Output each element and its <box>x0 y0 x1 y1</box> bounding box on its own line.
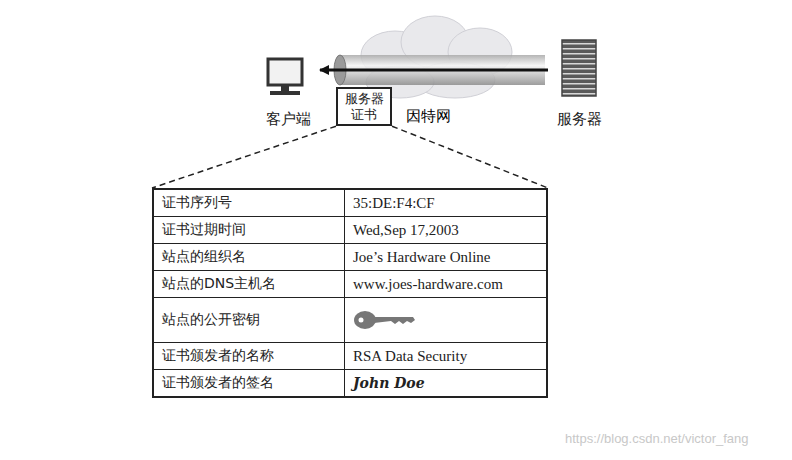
table-cell: www.joes-hardware.com <box>345 271 548 298</box>
table-cell: 35:DE:F4:CF <box>345 189 548 217</box>
arrow-connector <box>320 69 548 72</box>
field-name: 证书序列号 <box>162 194 232 210</box>
table-cell: 站点的公开密钥 <box>153 298 345 343</box>
table-row: 站点的DNS主机名 www.joes-hardware.com <box>153 271 547 298</box>
table-row: 证书颁发者的名称 RSA Data Security <box>153 343 547 370</box>
server-icon <box>562 40 596 96</box>
field-value: Wed,Sep 17,2003 <box>353 222 459 238</box>
field-value: RSA Data Security <box>353 348 467 364</box>
certificate-box: 服务器证书 <box>336 87 392 126</box>
field-name: 证书颁发者的名称 <box>162 347 274 363</box>
certificate-table: 证书序列号 35:DE:F4:CF 证书过期时间 Wed,Sep 17,2003 站点的… <box>152 188 548 398</box>
field-name: 站点的DNS主机名 <box>162 275 276 291</box>
watermark: https://blog.csdn.net/victor_fang <box>565 431 749 446</box>
table-row: 站点的组织名 Joe’s Hardware Online <box>153 244 547 271</box>
callout-dashed-line <box>392 126 548 188</box>
node-label: 服务器 <box>548 110 610 129</box>
network-label: 因特网 <box>406 107 451 126</box>
table-row: 证书颁发者的签名 John Doe <box>153 370 547 398</box>
table-cell: Wed,Sep 17,2003 <box>345 217 548 244</box>
table-cell: 站点的DNS主机名 <box>153 271 345 298</box>
key-icon <box>353 308 417 332</box>
field-name: 证书过期时间 <box>162 221 246 237</box>
client-node: 客户端 <box>256 57 320 129</box>
field-value: www.joes-hardware.com <box>353 276 503 292</box>
table-cell: 站点的组织名 <box>153 244 345 271</box>
table-row: 证书序列号 35:DE:F4:CF <box>153 189 547 217</box>
client-computer-icon <box>268 59 302 95</box>
server-node: 服务器 <box>548 38 610 129</box>
node-label: 客户端 <box>256 110 320 129</box>
table-cell: RSA Data Security <box>345 343 548 370</box>
table-row: 站点的公开密钥 <box>153 298 547 343</box>
node-label: 服务器证书 <box>342 91 386 122</box>
field-value: Joe’s Hardware Online <box>353 249 490 265</box>
table-row: 证书过期时间 Wed,Sep 17,2003 <box>153 217 547 244</box>
table-cell: 证书过期时间 <box>153 217 345 244</box>
table-cell <box>345 298 548 343</box>
table-cell: 证书颁发者的名称 <box>153 343 345 370</box>
field-name: 站点的组织名 <box>162 248 246 264</box>
table-cell: 证书序列号 <box>153 189 345 217</box>
table-cell: John Doe <box>345 370 548 398</box>
table-cell: Joe’s Hardware Online <box>345 244 548 271</box>
table-cell: 证书颁发者的签名 <box>153 370 345 398</box>
field-name: 证书颁发者的签名 <box>162 374 274 390</box>
callout-dashed-line <box>152 126 336 188</box>
field-value: 35:DE:F4:CF <box>353 195 435 211</box>
signature: John Doe <box>353 375 425 391</box>
field-name: 站点的公开密钥 <box>162 311 260 327</box>
